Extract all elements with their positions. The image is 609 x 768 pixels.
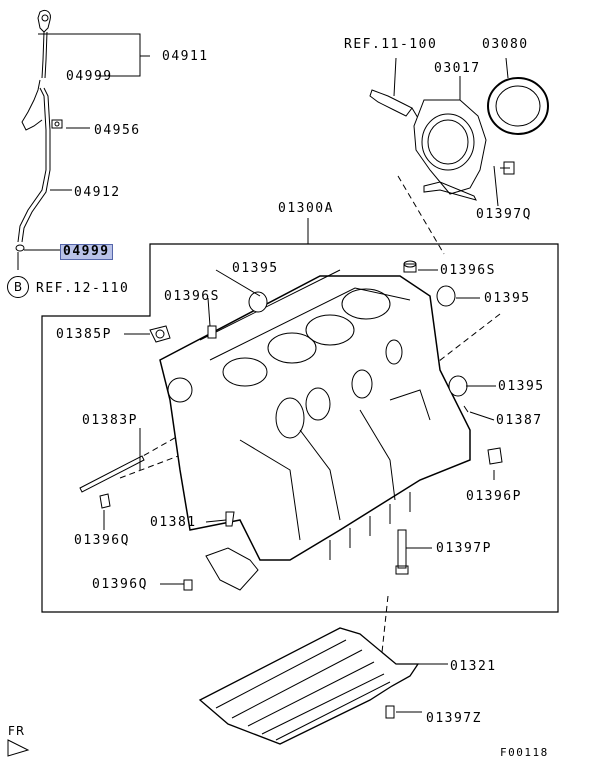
circle-b-marker: B bbox=[7, 276, 29, 298]
label-04956: 04956 bbox=[94, 123, 141, 138]
label-01381: 01381 bbox=[150, 515, 197, 530]
label-01396q-a: 01396Q bbox=[74, 533, 130, 548]
oil-baffle bbox=[198, 627, 420, 745]
label-01300a: 01300A bbox=[278, 201, 334, 216]
label-04911: 04911 bbox=[162, 49, 209, 64]
label-01396s-b: 01396S bbox=[164, 289, 220, 304]
rear-seal-housing bbox=[369, 57, 549, 201]
label-01396s-a: 01396S bbox=[440, 263, 496, 278]
label-04999-highlighted[interactable]: 04999 bbox=[60, 244, 113, 260]
label-01395-b: 01395 bbox=[484, 291, 531, 306]
label-03080: 03080 bbox=[482, 37, 529, 52]
label-ref-12-110: REF.12-110 bbox=[36, 281, 130, 296]
label-01397q: 01397Q bbox=[476, 207, 532, 222]
label-01396p: 01396P bbox=[466, 489, 522, 504]
label-01385p: 01385P bbox=[56, 327, 112, 342]
label-01397z: 01397Z bbox=[426, 711, 482, 726]
label-01395-a: 01395 bbox=[232, 261, 279, 276]
label-04912: 04912 bbox=[74, 185, 121, 200]
label-01395-c: 01395 bbox=[498, 379, 545, 394]
label-01397p: 01397P bbox=[436, 541, 492, 556]
fr-direction-label: FR bbox=[8, 724, 26, 738]
label-04999-top: 04999 bbox=[66, 69, 113, 84]
label-01396q-b: 01396Q bbox=[92, 577, 148, 592]
label-01321: 01321 bbox=[450, 659, 497, 674]
label-03017: 03017 bbox=[434, 61, 481, 76]
label-01387: 01387 bbox=[496, 413, 543, 428]
label-01383p: 01383P bbox=[82, 413, 138, 428]
label-ref-11-100: REF.11-100 bbox=[344, 37, 438, 52]
dipstick bbox=[15, 9, 63, 252]
figure-code: F00118 bbox=[500, 746, 549, 759]
cylinder-block bbox=[159, 269, 471, 561]
